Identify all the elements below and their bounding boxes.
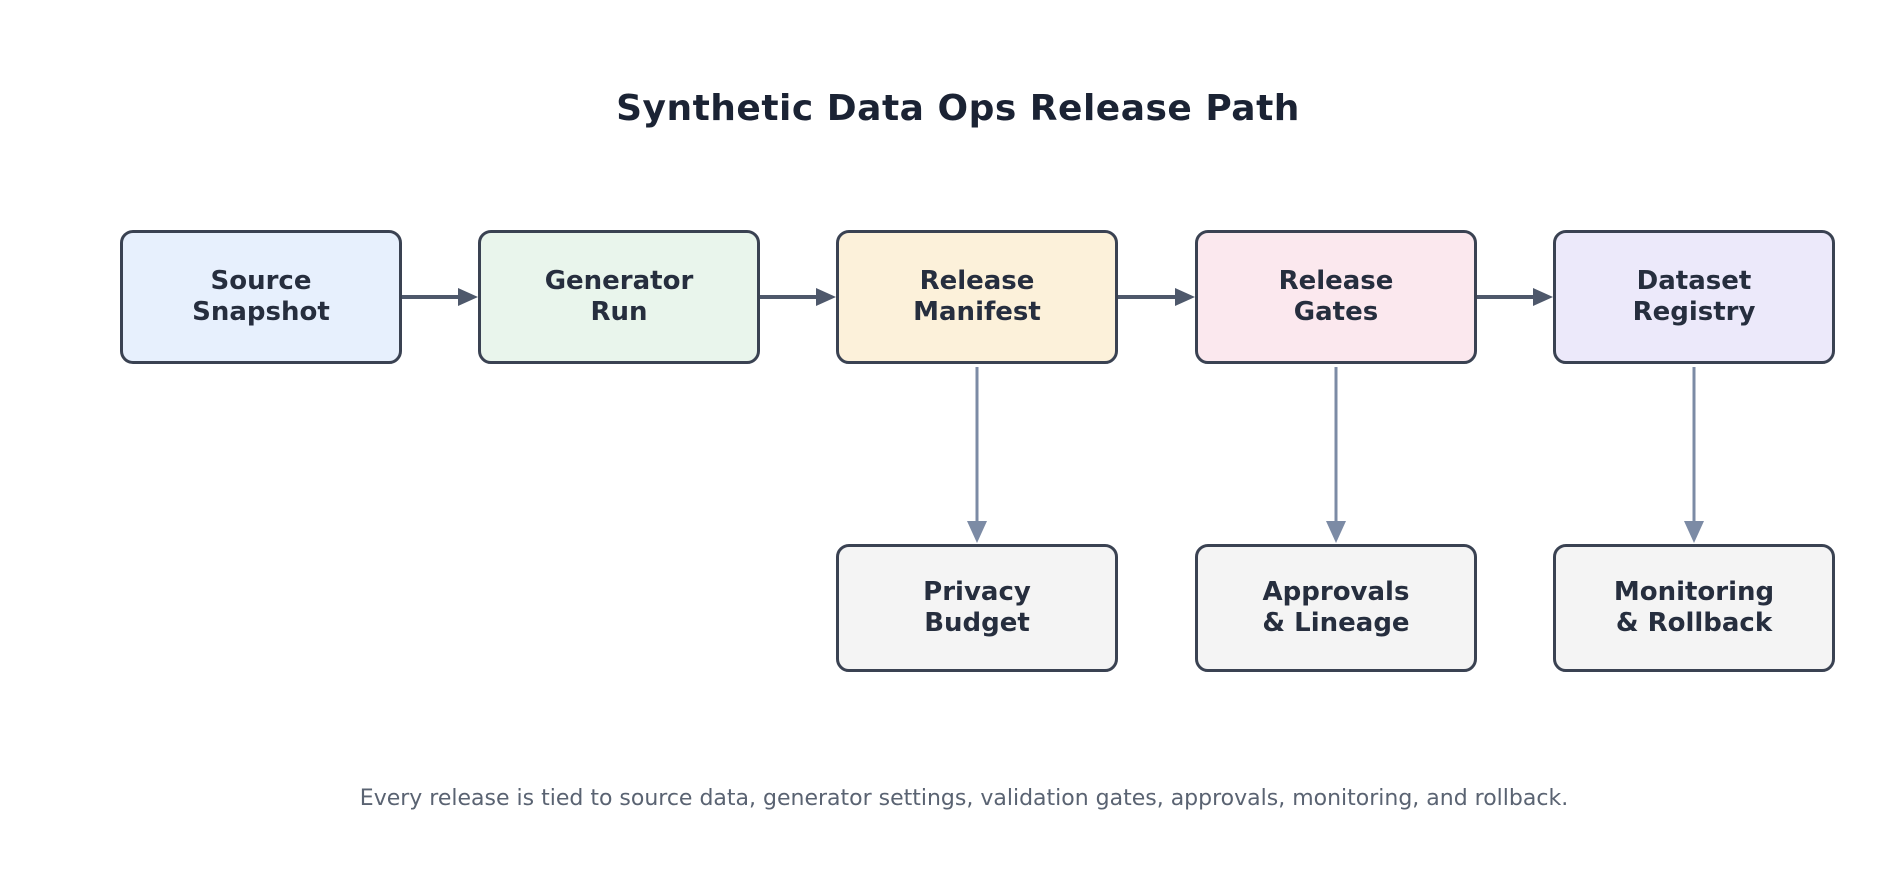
node-label: Release Gates xyxy=(1278,265,1394,327)
diagram-title: Synthetic Data Ops Release Path xyxy=(616,88,1300,129)
node-label: Release Manifest xyxy=(913,265,1041,327)
edge-dataset-registry-to-monitoring-rollback xyxy=(1684,367,1704,543)
node-release-gates: Release Gates xyxy=(1195,230,1477,364)
edge-release-manifest-to-privacy-budget xyxy=(967,367,987,543)
arrowhead-right-icon xyxy=(458,288,478,306)
edge-release-gates-to-dataset-registry xyxy=(1477,288,1553,306)
arrowhead-down-icon xyxy=(1326,521,1346,543)
edge-source-snapshot-to-generator-run xyxy=(402,288,478,306)
node-dataset-registry: Dataset Registry xyxy=(1553,230,1835,364)
node-label: Approvals & Lineage xyxy=(1262,576,1410,638)
node-source-snapshot: Source Snapshot xyxy=(120,230,402,364)
arrowhead-down-icon xyxy=(1684,521,1704,543)
diagram-caption: Every release is tied to source data, ge… xyxy=(359,786,1569,811)
node-label: Dataset Registry xyxy=(1632,265,1756,327)
node-label: Monitoring & Rollback xyxy=(1613,576,1775,638)
arrowhead-right-icon xyxy=(816,288,836,306)
node-label: Privacy Budget xyxy=(923,576,1031,638)
node-release-manifest: Release Manifest xyxy=(836,230,1118,364)
node-generator-run: Generator Run xyxy=(478,230,760,364)
edge-release-manifest-to-release-gates xyxy=(1118,288,1195,306)
arrowhead-right-icon xyxy=(1175,288,1195,306)
node-approvals-lineage: Approvals & Lineage xyxy=(1195,544,1477,672)
node-monitoring-rollback: Monitoring & Rollback xyxy=(1553,544,1835,672)
arrowhead-down-icon xyxy=(967,521,987,543)
edge-release-gates-to-approvals-lineage xyxy=(1326,367,1346,543)
node-privacy-budget: Privacy Budget xyxy=(836,544,1118,672)
node-label: Generator Run xyxy=(544,265,694,327)
edge-generator-run-to-release-manifest xyxy=(760,288,836,306)
node-label: Source Snapshot xyxy=(192,265,330,327)
arrowhead-right-icon xyxy=(1533,288,1553,306)
